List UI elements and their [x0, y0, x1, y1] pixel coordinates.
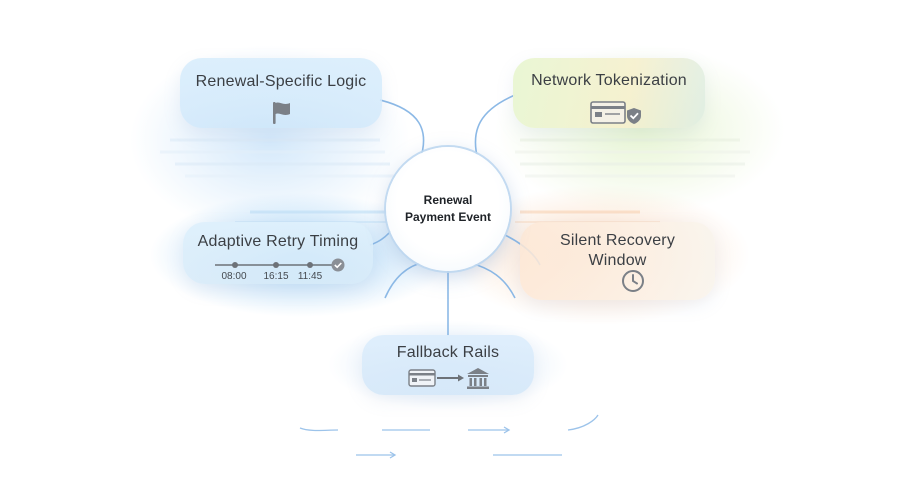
card-shield-icon — [590, 101, 641, 124]
retry-time-label: 16:15 — [263, 271, 289, 282]
node-network-tokenization: Network Tokenization — [513, 58, 705, 128]
clock-icon — [622, 270, 644, 292]
retry-time-label: 08:00 — [221, 271, 247, 282]
node-silent-recovery-window: Silent Recovery Window — [520, 222, 715, 300]
timeline-check-icon — [215, 258, 345, 272]
node-title: Fallback Rails — [396, 344, 500, 361]
node-title: Adaptive Retry Timing — [197, 233, 359, 250]
flow-arrows — [299, 414, 599, 459]
node-adaptive-retry-timing: Adaptive Retry Timing — [183, 222, 373, 284]
connector-network-tokenization — [474, 94, 516, 161]
center-label: Renewal Payment Event — [404, 193, 492, 224]
retry-time-label: 11:45 — [297, 271, 323, 282]
center-node-renewal-payment-event: Renewal Payment Event — [386, 147, 510, 271]
flag-icon — [273, 102, 290, 124]
node-title: Silent Recovery Window — [559, 232, 676, 269]
card-to-bank-icon — [408, 368, 489, 389]
node-renewal-specific-logic: Renewal-Specific Logic — [180, 58, 382, 128]
node-fallback-rails: Fallback Rails — [362, 335, 534, 395]
node-title: Renewal-Specific Logic — [195, 73, 367, 90]
node-title: Network Tokenization — [531, 72, 687, 89]
